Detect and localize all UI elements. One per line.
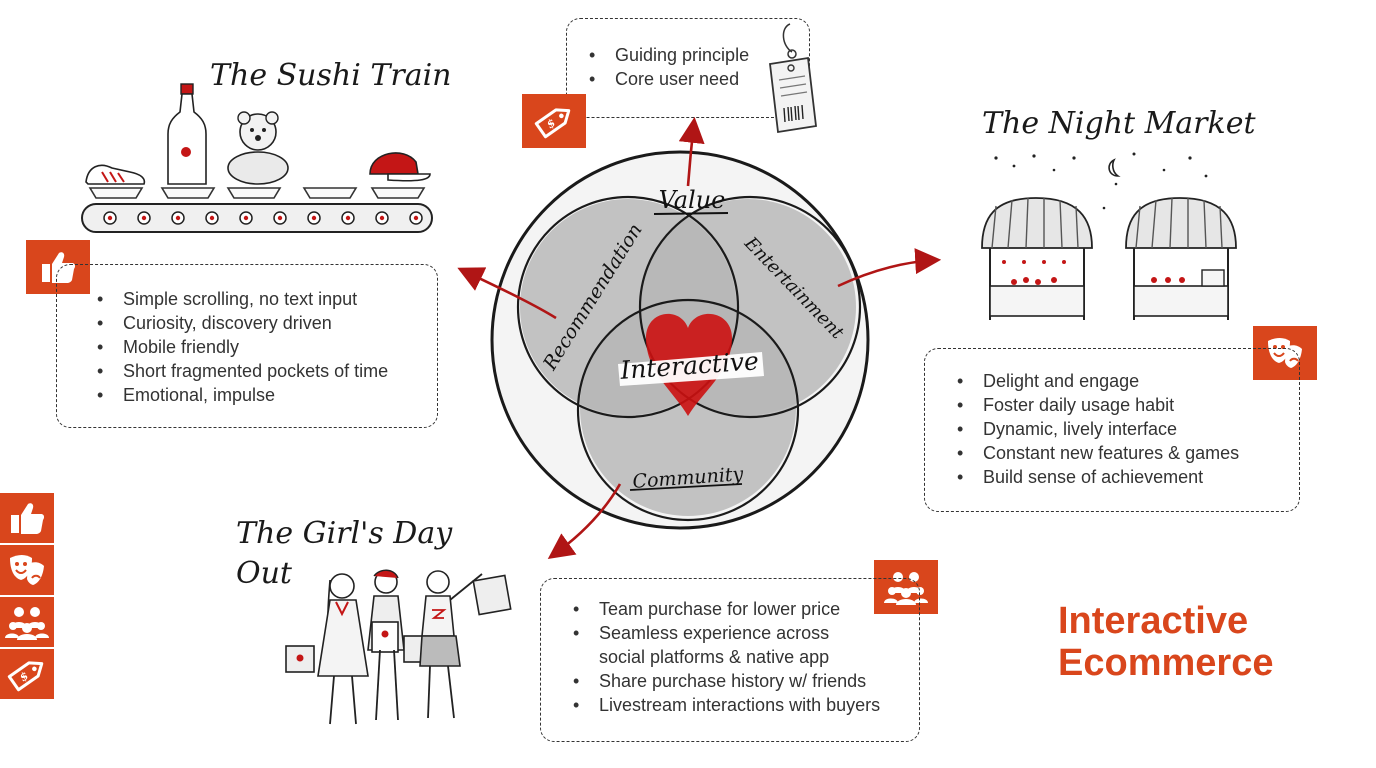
venn-diagram: Interactive Value Recommendation Enterta… bbox=[490, 150, 870, 530]
price-tag-illustration bbox=[769, 23, 817, 134]
girls-item-continuation: social platforms & native app bbox=[599, 647, 830, 667]
side-thumbs-badge bbox=[0, 493, 54, 543]
arrow-to-girls bbox=[547, 483, 622, 560]
girls-day-title-line1: The Girl's Day bbox=[236, 516, 453, 551]
legend-item-core-user-need: Core user need bbox=[581, 67, 809, 91]
night-item: Foster daily usage habit bbox=[949, 393, 1299, 417]
entertainment-circle bbox=[638, 195, 862, 419]
night-item: Delight and engage bbox=[949, 369, 1299, 393]
tag-icon: $ bbox=[534, 108, 571, 139]
arrow-to-night bbox=[837, 248, 942, 288]
girls-day-box: Team purchase for lower price Seamless e… bbox=[540, 578, 920, 742]
arrow-to-sushi bbox=[457, 267, 557, 320]
tag-icon: $ bbox=[7, 661, 44, 692]
girls-item: Livestream interactions with buyers bbox=[565, 693, 919, 717]
side-group-badge bbox=[0, 597, 54, 647]
main-title-line2: Ecommerce bbox=[1058, 642, 1274, 684]
girls-item: Team purchase for lower price bbox=[565, 597, 919, 621]
night-item: Dynamic, lively interface bbox=[949, 417, 1299, 441]
girls-item: Seamless experience across bbox=[565, 621, 919, 645]
side-masks-badge bbox=[0, 545, 54, 595]
sushi-train-box: Simple scrolling, no text input Curiosit… bbox=[56, 264, 438, 428]
sushi-item: Simple scrolling, no text input bbox=[89, 287, 437, 311]
sushi-train-illustration bbox=[81, 83, 433, 233]
thumbs-up-icon bbox=[11, 503, 45, 534]
night-market-illustration bbox=[981, 152, 1237, 320]
sushi-item: Mobile friendly bbox=[89, 335, 437, 359]
night-market-title: The Night Market bbox=[982, 106, 1256, 141]
group-icon bbox=[5, 607, 49, 640]
legend-item-guiding-principle: Guiding principle bbox=[581, 43, 809, 67]
community-circle bbox=[576, 298, 800, 522]
side-tag-badge: $ bbox=[0, 649, 54, 699]
arrow-to-legend bbox=[678, 116, 705, 187]
night-market-box: Delight and engage Foster daily usage ha… bbox=[924, 348, 1300, 512]
main-title: Interactive Ecommerce bbox=[1058, 600, 1273, 684]
night-item: Build sense of achievement bbox=[949, 465, 1299, 489]
sushi-item: Curiosity, discovery driven bbox=[89, 311, 437, 335]
value-label: Value bbox=[659, 186, 726, 214]
night-item: Constant new features & games bbox=[949, 441, 1299, 465]
girls-item: Share purchase history w/ friends bbox=[565, 669, 919, 693]
girls-illustration bbox=[285, 569, 512, 725]
main-title-line1: Interactive bbox=[1058, 600, 1249, 642]
theater-masks-icon bbox=[10, 555, 44, 585]
girls-day-title-line2: Out bbox=[236, 556, 292, 591]
sushi-train-title: The Sushi Train bbox=[210, 58, 452, 93]
sushi-item: Short fragmented pockets of time bbox=[89, 359, 437, 383]
legend-tag-badge: $ bbox=[522, 94, 586, 148]
recommendation-circle bbox=[516, 195, 740, 419]
sushi-item: Emotional, impulse bbox=[89, 383, 437, 407]
